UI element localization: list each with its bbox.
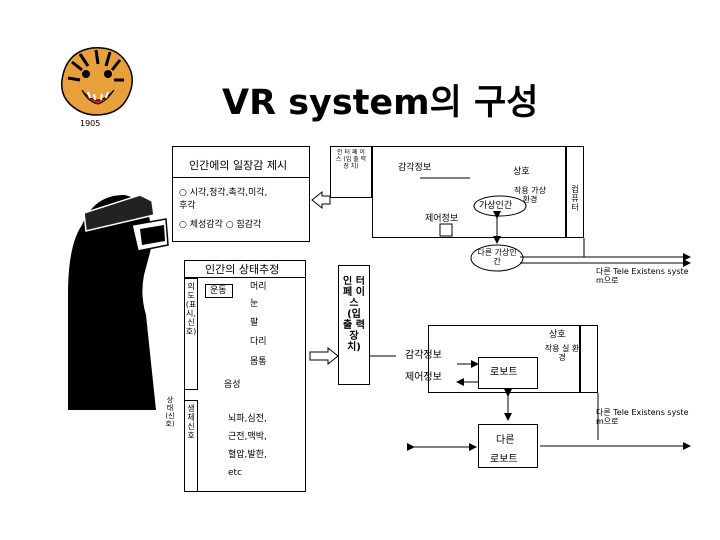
other-robot-line2: 로보트: [490, 454, 518, 465]
robot-tele: 다른 Tele Existens system으로: [596, 408, 689, 426]
virtual-mutual: 상호: [513, 167, 530, 177]
robot-control: 제어정보: [405, 372, 442, 383]
state-outer-label: 상 태 (신 호): [165, 396, 175, 428]
state-heading: 인간의 상태추정: [205, 263, 280, 276]
bio-item-1: 뇌파,심전,: [228, 414, 267, 424]
other-virtual-ellipse: [470, 244, 524, 272]
state-item-torso: 몸통: [250, 357, 267, 367]
human-silhouette: [60, 185, 170, 410]
bio-signal-box: [184, 400, 198, 492]
state-item-eye: 눈: [250, 299, 259, 309]
lower-device-label: 인 터 페 이 스 (입 출 력 장 치): [343, 276, 365, 353]
state-item-arm: 팔: [250, 318, 259, 328]
virtual-tele: 다른 Tele Existens system으로: [596, 267, 689, 285]
motion-box: [205, 284, 233, 298]
virtual-other: 다른 가상인간: [477, 248, 517, 266]
virtual-interaction: 작용 가상 환경: [514, 186, 546, 204]
robot-interaction: 작용 실 환경: [544, 344, 580, 362]
tiger-logo: 1905: [52, 40, 142, 130]
robot-label: 로보트: [490, 367, 518, 378]
presence-heading-box: [172, 146, 310, 178]
other-robot-box: [478, 424, 538, 468]
motion-label: 운동: [210, 286, 227, 296]
bio-signal-label: 생 체 신 호: [187, 404, 195, 440]
computer-label: 컴 퓨 터: [571, 185, 579, 212]
computer-box: [372, 146, 566, 238]
state-item-head: 머리: [250, 282, 267, 292]
state-arrow: [309, 346, 339, 366]
presence-bullet2: ○ 체성감각 ○ 힘감각: [179, 220, 262, 230]
presence-heading: 인간에의 일장감 제시: [189, 159, 288, 172]
robot-mutual: 상호: [549, 330, 566, 340]
presence-bullet1-line2: 후각: [179, 201, 196, 211]
state-item-voice: 음성: [224, 380, 241, 390]
virtual-human-ellipse: [473, 195, 527, 217]
page-title: VR system의 구성: [222, 83, 539, 123]
computer-side-box: [566, 146, 584, 238]
state-item-leg: 다리: [250, 337, 267, 347]
upper-device-box: [330, 146, 372, 198]
logo-year: 1905: [80, 119, 101, 128]
presence-bullet1-line1: ○ 시각,청각,촉각,미각,: [179, 188, 268, 198]
virtual-human: 가상인간: [479, 201, 513, 211]
state-side-box: [184, 278, 198, 390]
robot-sensory: 감각정보: [405, 350, 442, 361]
virtual-sensory: 감각정보: [398, 163, 432, 173]
upper-device-label: 인 터 페 이 스 (입 출 력 장 치): [335, 149, 367, 170]
bio-item-2: 근전,맥박,: [228, 432, 267, 442]
robot-inner-box: [478, 357, 538, 389]
state-heading-box: [184, 260, 306, 278]
bio-item-3: 혈압,발한,: [228, 450, 267, 460]
lower-device-box: [338, 265, 370, 385]
other-robot-line1: 다른: [496, 435, 515, 446]
virtual-control: 제어정보: [425, 214, 459, 224]
bio-item-4: etc: [228, 468, 243, 478]
presence-arrow: [311, 190, 331, 210]
state-side-label: 의 도 (표 시, 신 호): [185, 282, 197, 336]
robot-side-box: [580, 325, 598, 393]
